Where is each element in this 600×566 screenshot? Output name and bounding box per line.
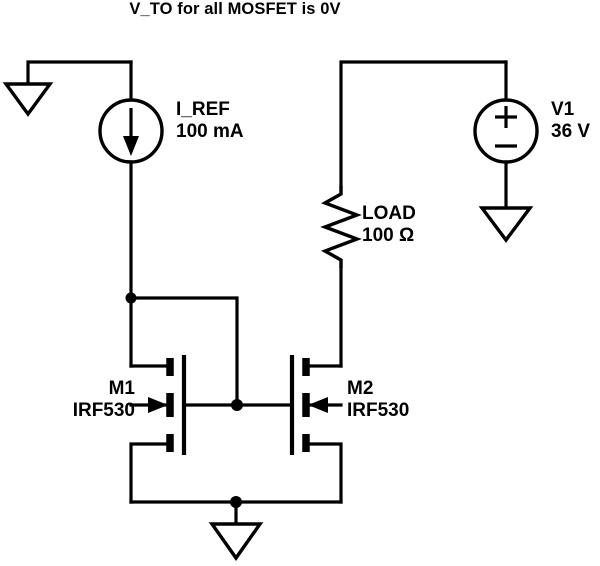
mosfet-m1-label: M1 IRF530 — [72, 378, 135, 422]
net-shared-gate — [231, 399, 294, 411]
mosfet-m1 — [129, 355, 239, 504]
ground-top-left-icon — [2, 82, 54, 117]
current-source-arrow-head-down-icon — [123, 136, 139, 156]
plus-sign-icon — [495, 106, 517, 128]
mosfet-m2-label: M2 IRF530 — [347, 378, 410, 422]
ground-top-left-branch — [2, 60, 133, 117]
ground-v1-icon — [478, 206, 534, 243]
net-iref-drain-gate-tie — [125, 292, 239, 407]
resistor-zigzag-icon — [320, 186, 362, 268]
voltage-source-v1 — [473, 60, 539, 243]
m1-body-arrow-icon — [148, 397, 168, 413]
wire-v1-to-load-top — [339, 60, 508, 188]
ground-sources-icon — [208, 522, 264, 561]
load-resistor-label: LOAD 100 Ω — [362, 203, 416, 247]
m2-body-arrow-icon — [308, 397, 328, 413]
mosfet-m2 — [289, 355, 343, 504]
wire-drain-to-gate-tie — [129, 296, 239, 407]
load-resistor — [320, 186, 362, 368]
current-source-label: I_REF 100 mA — [176, 99, 244, 143]
voltage-source-label: V1 36 V — [551, 99, 591, 143]
wire-m2-source-lead — [306, 442, 343, 504]
ground-sources-branch — [129, 496, 343, 561]
diagram-title: V_TO for all MOSFET is 0V — [129, 0, 341, 18]
current-source-iref — [98, 60, 164, 300]
wire-iref-top-to-ground — [26, 60, 133, 84]
wire-m1-source-lead — [129, 442, 170, 504]
